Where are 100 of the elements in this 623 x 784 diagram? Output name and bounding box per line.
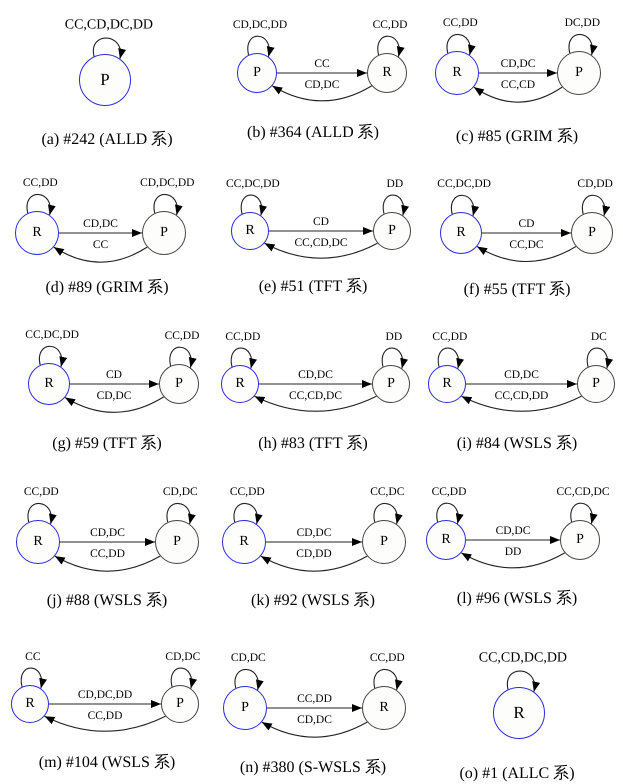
edge-label: CD [518,218,536,230]
arrow [482,229,571,237]
state-circle: P [577,365,615,403]
self-loop-arrow [153,194,182,216]
edge-label: CC [92,238,110,252]
edge-label: CC,CD,DD [494,390,550,402]
state-circle: P [161,685,199,723]
self-loop-arrow [247,36,274,57]
arrow [44,716,166,732]
edge-label: CC,CD,DC,DD [478,652,568,666]
state-circle: R [221,365,259,403]
caption: (j) #88 (WSLS 系) [46,592,168,610]
state-circle: P [155,520,199,564]
self-loop-arrow [568,34,597,56]
edge-label: CD,DC [296,714,333,726]
self-loop-arrow [436,502,463,524]
arrow [59,229,142,237]
edge-label: CD,DC,DD [139,176,196,190]
edge-label: CC,DD [228,486,266,498]
self-loop-arrow [446,34,475,56]
edge-label: CD,DC [164,650,202,664]
edge-label: CD,DC,DD [76,688,134,702]
self-loop-arrow [92,38,125,59]
edge-label: CD [312,216,330,228]
self-loop-arrow [26,194,55,216]
edge-label: DC,DD [564,16,602,30]
state-circle: R [428,365,466,403]
arrow [266,538,362,546]
arrow [260,556,368,572]
arrow [60,538,155,546]
state-circle: P [372,365,410,403]
self-loop-arrow [233,502,262,524]
caption: (d) #89 (GRIM 系) [45,279,169,297]
edge-label: CC,CD,DC [288,390,344,402]
self-loop-arrow [230,348,256,368]
self-loop-arrow [382,348,408,368]
arrow [269,227,373,235]
edge-label: CC,DD [22,486,60,498]
edge-label: CC,DD [22,176,59,190]
arrow [466,380,577,388]
edge-label: CC,CD [500,78,536,92]
self-loop-arrow [382,194,408,216]
edge-label: CC,DD [368,652,406,664]
state-circle: R [222,520,266,564]
self-loop-arrow [234,668,263,690]
state-circle: R [435,51,479,95]
edge-label: CD,DC [89,526,126,540]
self-loop-arrow [586,348,612,368]
edge-label: CC,DD [224,330,262,344]
arrow [479,69,557,77]
arrow [54,246,148,263]
edge-label: CC,DC,DD [24,328,80,342]
edge-label: CD,DC [494,524,532,538]
state-circle: P [362,520,406,564]
state-circle: R [440,212,482,254]
state-circle: P [557,51,601,95]
edge-label: CC,DD [164,330,200,342]
edge-label: CD,DC [296,526,332,540]
edge-label: CD,DC [297,368,334,382]
edge-label: CD,DC [82,218,119,230]
edge-label: CD,DC [96,390,132,402]
edge-label: CC,DC [508,238,545,252]
arrow [254,396,377,412]
edge-label: CC,DD [431,330,468,344]
edge-label: CC,DD [89,548,126,560]
caption: (l) #96 (WSLS 系) [456,590,578,608]
caption: (g) #59 (TFT 系) [52,435,162,453]
edge-label: CC,DD [442,16,479,30]
self-loop-arrow [438,348,464,368]
edge-label: CD,DD [295,548,333,560]
edge-label: CD,DC [230,652,267,664]
arrow [49,700,161,708]
state-circle: R [362,686,406,730]
state-circle: R [367,53,407,93]
edge-label: CC,DD [372,18,408,32]
edge-label: CD [105,368,123,382]
state-circle: R [426,520,466,560]
arrow [259,380,372,388]
edge-label: CD,DC [304,78,340,92]
state-circle: P [237,53,277,93]
caption: (b) #364 (ALLD 系) [247,124,379,142]
state-circle: P [79,54,131,106]
self-loop-arrow [582,194,610,216]
edge-label: CD,DC [503,368,540,382]
arrow [70,380,159,388]
arrow [476,246,576,262]
edge-label: DC [590,330,608,344]
arrow [262,722,368,738]
state-circle: R [11,685,49,723]
edge-label: CC,DC,DD [225,178,281,190]
caption: (m) #104 (WSLS 系) [38,754,176,772]
state-circle: P [373,212,411,250]
edge-label: CD,DC,DD [232,18,288,32]
arrow [264,242,378,259]
edge-label: CC,CD,DC [293,236,349,250]
edge-label: CC,DC [369,486,406,498]
self-loop-arrow [27,502,56,524]
caption: (e) #51 (TFT 系) [258,278,368,296]
edge-label: CD,DC [500,58,536,70]
state-circle: P [560,520,600,560]
